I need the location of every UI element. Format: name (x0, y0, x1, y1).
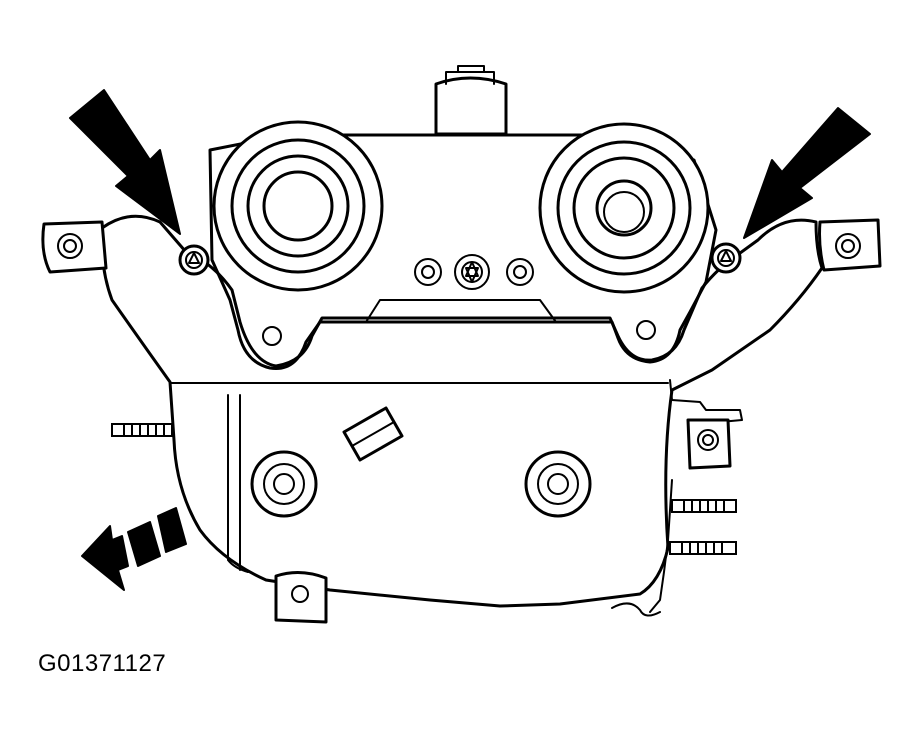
arrow-left-icon (69, 89, 181, 235)
cover-bolt-right (710, 242, 742, 274)
left-ear-bracket (41, 220, 108, 274)
stud-right-lower (669, 541, 737, 555)
arrow-right-icon (743, 107, 871, 239)
stud-left (111, 423, 173, 437)
cover-bolt-left (178, 244, 210, 276)
bottom-ear-bracket (274, 571, 328, 624)
figure-id: G01371127 (38, 650, 167, 677)
side-bracket-right (686, 418, 732, 470)
square-boss (342, 406, 404, 462)
cam-gear-left (212, 120, 384, 292)
housing-bolts (414, 254, 534, 290)
cam-gear-right (538, 122, 710, 294)
cover-boss-left (250, 450, 318, 518)
stud-right-upper (671, 499, 737, 513)
cover-boss-right (524, 450, 592, 518)
housing-lugs (262, 320, 656, 346)
right-ear-bracket (818, 218, 882, 272)
timing-cover-outline (100, 214, 824, 608)
removal-direction-arrow-icon (81, 507, 187, 591)
